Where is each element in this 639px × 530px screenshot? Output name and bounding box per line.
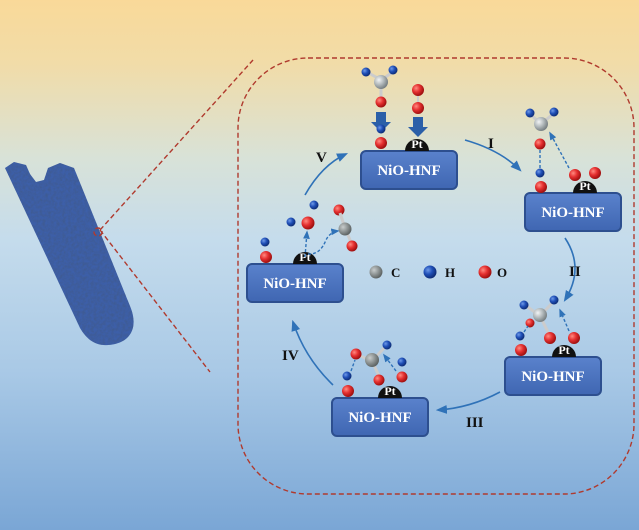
zoom-region-outline xyxy=(237,57,635,495)
hydrogen-atom-icon xyxy=(423,265,437,279)
step-label-1: I xyxy=(488,136,494,152)
arrow-step-4 xyxy=(291,319,334,386)
legend-label: C xyxy=(391,265,400,280)
state-left: NiO-HNF Pt xyxy=(246,200,358,303)
step-label-2: II xyxy=(569,264,581,280)
step-label-5: V xyxy=(316,150,327,166)
legend: C H O xyxy=(369,265,507,280)
pt-label: Pt xyxy=(384,384,395,398)
step-label-4: IV xyxy=(282,348,299,364)
carbon-atom-icon xyxy=(369,265,383,279)
arrow-step-1 xyxy=(464,139,522,172)
nio-hnf-label: NiO-HNF xyxy=(263,276,326,292)
step-label-3: III xyxy=(466,415,484,431)
zoom-callout-lines xyxy=(93,59,254,373)
nanofiber-image xyxy=(5,162,134,346)
nio-hnf-label: NiO-HNF xyxy=(377,163,440,179)
legend-item-carbon: C xyxy=(369,265,400,280)
legend-label: H xyxy=(445,265,455,280)
legend-label: O xyxy=(497,265,507,280)
adsorb-arrow-icon xyxy=(371,112,391,132)
nio-hnf-label: NiO-HNF xyxy=(521,369,584,385)
arrow-step-5 xyxy=(304,153,349,196)
arrow-step-3 xyxy=(435,391,501,414)
state-right-bottom: NiO-HNF Pt xyxy=(504,295,602,396)
state-bottom: NiO-HNF Pt xyxy=(331,340,429,437)
state-right-top: NiO-HNF Pt xyxy=(524,107,622,232)
oxygen-atom-icon xyxy=(478,265,492,279)
cycle-arrows xyxy=(291,139,576,414)
pt-label: Pt xyxy=(411,137,422,151)
pt-label: Pt xyxy=(579,179,590,193)
nio-hnf-label: NiO-HNF xyxy=(348,410,411,426)
arrow-step-2 xyxy=(563,237,576,302)
nio-hnf-label: NiO-HNF xyxy=(541,205,604,221)
legend-item-oxygen: O xyxy=(478,265,507,280)
state-top: NiO-HNF Pt xyxy=(360,65,458,190)
legend-item-hydrogen: H xyxy=(423,265,455,280)
pt-label: Pt xyxy=(558,343,569,357)
adsorb-arrow-icon xyxy=(408,117,428,137)
pt-particle xyxy=(405,139,429,151)
